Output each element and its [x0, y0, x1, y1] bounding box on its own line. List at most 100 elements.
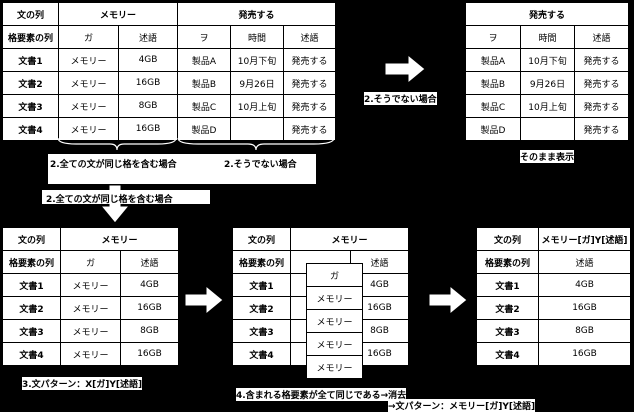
cell: 文書1 — [2, 273, 61, 297]
cell: メモリー — [60, 319, 121, 343]
cell: 10月下旬 — [520, 48, 575, 72]
cell: 製品D — [177, 117, 232, 141]
as-is-label: そのまま表示 — [520, 150, 575, 163]
cell: 文書4 — [2, 342, 61, 366]
cell: 16GB — [538, 296, 631, 320]
step3-label: 3.文パターン：X[ガ]Y[述語] — [22, 377, 143, 390]
cell: 文書3 — [2, 319, 61, 343]
cell: 時間 — [520, 25, 575, 49]
step4-label-2: →文パターン：メモリー[ガ]Y[述語] — [388, 399, 536, 412]
cell: 製品B — [465, 71, 521, 95]
cell: ガ — [306, 263, 363, 287]
cell: 製品C — [177, 94, 232, 118]
table-d: 文の列 メモリー[ガ]Y[述語] 格要素の列 述語 文書1 4GB 文書2 16… — [476, 227, 631, 366]
brace-right-label: 2.そうでない場合 — [224, 160, 297, 170]
cell: メモリー — [59, 227, 180, 251]
cell: 16GB — [119, 342, 180, 366]
arrow-right-icon — [428, 285, 468, 315]
cell: メモリー — [60, 296, 121, 320]
cell: 文書2 — [232, 296, 291, 320]
cell: 8GB — [538, 319, 631, 343]
cell: 発売する — [464, 2, 630, 26]
cell: 格要素の列 — [2, 25, 59, 49]
cell: 製品B — [177, 71, 232, 95]
brace-right — [177, 137, 335, 151]
cell: 発売する — [573, 48, 630, 72]
cell: 述語 — [117, 25, 179, 49]
cell: 述語 — [283, 25, 337, 49]
cell: 格要素の列 — [476, 250, 539, 274]
cell: ヲ — [465, 25, 521, 49]
cell: 発売する — [177, 2, 337, 26]
cell: 格要素の列 — [2, 250, 61, 274]
cell: 述語 — [538, 250, 631, 274]
top-table: 文の列 メモリー 発売する 格要素の列 ガ 述語 ヲ 時間 述語 文書1 メモリ… — [2, 2, 337, 141]
cell: 文書2 — [2, 296, 61, 320]
cell: 文の列 — [232, 227, 291, 251]
brace-left-label: 2.全ての文が同じ格を含む場合 — [50, 160, 177, 170]
cell: 時間 — [230, 25, 285, 49]
cell: 格要素の列 — [232, 250, 291, 274]
cell: 文書4 — [232, 342, 291, 366]
cell: 発売する — [573, 94, 630, 118]
cell: 文書1 — [2, 48, 59, 72]
cell: 発売する — [283, 48, 337, 72]
cell: メモリー — [58, 48, 119, 72]
cell: ヲ — [177, 25, 232, 49]
cell: 16GB — [117, 117, 179, 141]
extracted-column: ガ メモリー メモリー メモリー メモリー — [306, 263, 363, 379]
cell: 述語 — [573, 25, 630, 49]
cell: 4GB — [119, 273, 180, 297]
cell: メモリー — [60, 342, 121, 366]
cell: 発売する — [283, 71, 337, 95]
cell: 8GB — [119, 319, 180, 343]
step4-label-1: 4.含まれる格要素が全て同じである→消去 — [236, 388, 407, 401]
cell: メモリー[ガ]Y[述語] — [538, 227, 631, 251]
table-c: 文の列 メモリー 格要素の列 述語 文書1 4GB 文書2 16GB 文書3 8… — [232, 227, 410, 366]
cell: 文の列 — [476, 227, 539, 251]
cell: 10月上旬 — [520, 94, 575, 118]
cell: 発売する — [283, 117, 337, 141]
cell — [520, 117, 575, 141]
cell: 9月26日 — [230, 71, 285, 95]
cell: 文書1 — [476, 273, 539, 297]
cell: メモリー — [289, 227, 410, 251]
cell: 4GB — [117, 48, 179, 72]
cell: 文の列 — [2, 2, 59, 26]
brace-left — [57, 137, 177, 151]
cell: メモリー — [58, 71, 119, 95]
right-table: 発売する ヲ 時間 述語 製品A 10月下旬 発売する 製品B 9月26日 発売… — [464, 2, 630, 141]
cell: 文の列 — [2, 227, 61, 251]
cell: 製品A — [177, 48, 232, 72]
same-case-bar — [42, 190, 210, 204]
arrow-right-icon — [184, 285, 224, 315]
cell: 製品A — [465, 48, 521, 72]
cell: 文書3 — [476, 319, 539, 343]
cell: 文書4 — [476, 342, 539, 366]
cell: メモリー — [306, 309, 363, 333]
cell: 文書2 — [476, 296, 539, 320]
cell: 8GB — [117, 94, 179, 118]
cell: 発売する — [283, 94, 337, 118]
cell: メモリー — [306, 332, 363, 356]
cell: メモリー — [58, 94, 119, 118]
cell: 16GB — [119, 296, 180, 320]
cell: 製品C — [465, 94, 521, 118]
cell: 発売する — [573, 117, 630, 141]
cell: 9月26日 — [520, 71, 575, 95]
cell — [230, 117, 285, 141]
cell: メモリー — [60, 273, 121, 297]
cell: 製品D — [465, 117, 521, 141]
cell: 文書3 — [232, 319, 291, 343]
cell: 文書1 — [232, 273, 291, 297]
cell: 10月上旬 — [230, 94, 285, 118]
brace-label-bar — [48, 154, 316, 184]
cell: 16GB — [117, 71, 179, 95]
cell: 文書2 — [2, 71, 59, 95]
cell: メモリー — [306, 355, 363, 379]
cell: 文書4 — [2, 117, 59, 141]
cell: 4GB — [538, 273, 631, 297]
otherwise-label: 2.そうでない場合 — [364, 92, 437, 105]
cell: 発売する — [573, 71, 630, 95]
cell: メモリー — [306, 286, 363, 310]
